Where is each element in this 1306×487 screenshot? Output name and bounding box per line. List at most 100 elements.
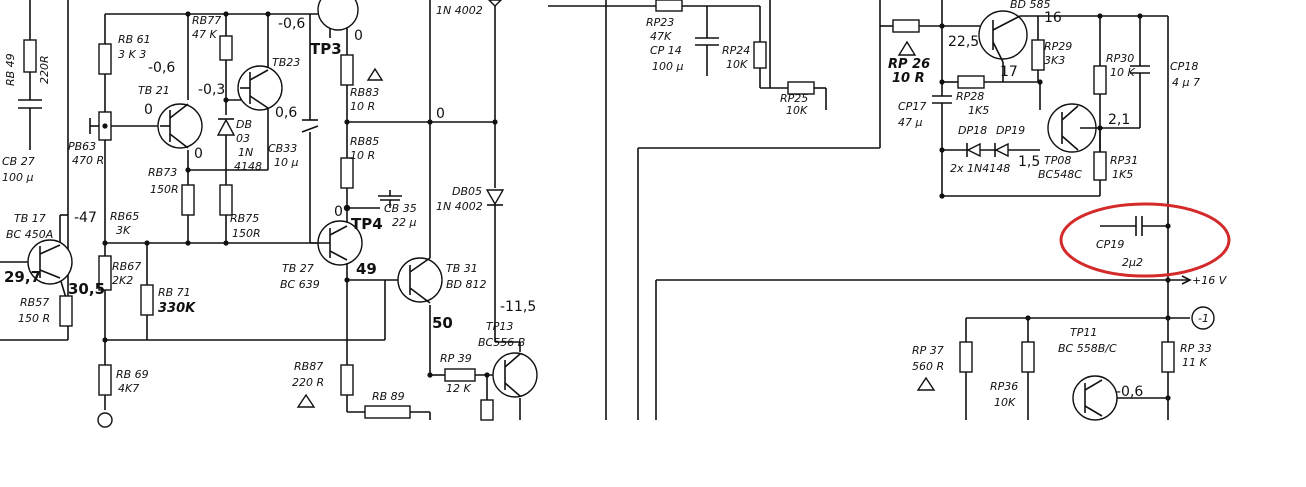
rp26-value: 10 R (892, 71, 925, 86)
tp13-name: TP13 (486, 320, 513, 333)
tb27-type: BC 639 (280, 278, 320, 291)
db03-code: 03 (236, 132, 250, 145)
rb71-name: RB 71 (158, 286, 191, 299)
tp13-type: BC556 B (478, 336, 525, 349)
rp25-name: RP25 (780, 92, 808, 105)
resistor-rp26 (892, 19, 920, 33)
tb23-name: TB23 (272, 56, 300, 69)
resistor-rp37 (959, 341, 973, 373)
tp08-type: BC548C (1038, 168, 1082, 181)
tp3-label: TP3 (310, 40, 342, 58)
rb67-value: 2K2 (112, 274, 133, 287)
resistor-rb69 (98, 364, 112, 396)
rp28-name: RP28 (956, 90, 984, 103)
cb35-value: 22 μ (392, 216, 417, 229)
connector-node-icon (97, 412, 113, 428)
rp25-value: 10K (786, 104, 808, 117)
tp08-name: TP08 (1044, 154, 1071, 167)
rb71-value: 330K (158, 301, 196, 316)
rb65-name: RB65 (110, 210, 139, 223)
cp19-value: 2μ2 (1122, 256, 1143, 269)
dp18-label: DP18 (958, 124, 987, 137)
voltage-label: -11,5 (500, 299, 536, 315)
rp23-name: RP23 (646, 16, 674, 29)
resistor-rb49 (23, 39, 37, 73)
pb63-name: PB63 (68, 140, 96, 153)
warning-icon (296, 393, 316, 408)
rp36-value: 10K (994, 396, 1016, 409)
resistor-rb77 (219, 35, 233, 61)
tb31-name: TB 31 (446, 262, 478, 275)
voltage-label: 49 (356, 260, 377, 278)
db03-part: 1N (238, 146, 253, 159)
tb21-name: TB 21 (138, 84, 170, 97)
resistor-tp13-base (480, 399, 494, 421)
rp39-value: 12 K (446, 382, 471, 395)
tb31-type: BD 812 (446, 278, 487, 291)
rp39-name: RP 39 (440, 352, 472, 365)
rp33-value: 11 K (1182, 356, 1207, 369)
rb67-name: RB67 (112, 260, 141, 273)
rp29-value: 3K3 (1044, 54, 1065, 67)
cp18-name: CP18 (1170, 60, 1198, 73)
rp24-name: RP24 (722, 44, 750, 57)
resistor-rb89 (364, 405, 411, 419)
cb33-name: CB33 (268, 142, 297, 155)
rb49-value: 220R (38, 55, 51, 84)
rb57-value: 150 R (18, 312, 50, 325)
pb63-value: 470 R (72, 154, 104, 167)
cb33-value: 10 μ (274, 156, 299, 169)
cp17-value: 47 μ (898, 116, 923, 129)
resistor-rp31 (1093, 151, 1107, 181)
db05-name: DB05 (452, 185, 482, 198)
rp31-value: 1K5 (1112, 168, 1133, 181)
voltage-label: -0,6 (148, 60, 175, 76)
left-components (23, 0, 538, 428)
rp33-name: RP 33 (1180, 342, 1212, 355)
plus16v-label: +16 V (1192, 274, 1228, 287)
resistor-rb87 (340, 364, 354, 396)
transistor-tb31 (397, 257, 443, 303)
rp37-name: RP 37 (912, 344, 944, 357)
tb17-type: BC 450A (6, 228, 53, 241)
voltage-label: -0,6 (1116, 384, 1143, 400)
voltage-label: 0 (144, 102, 153, 118)
cp17-name: CP17 (898, 100, 926, 113)
bd-label: BD 585 (1010, 0, 1051, 11)
db05-part: 1N 4002 (436, 200, 483, 213)
resistor-rb73 (181, 184, 195, 216)
cp18-value: 4 μ 7 (1172, 76, 1200, 89)
rp24-value: 10K (726, 58, 748, 71)
db03-num: 4148 (234, 160, 262, 173)
resistor-rb71 (140, 284, 154, 316)
diode-db03 (216, 118, 236, 136)
voltage-label: 0 (436, 106, 445, 122)
resistor-rp36 (1021, 341, 1035, 373)
rp29-name: RP29 (1044, 40, 1072, 53)
voltage-label: 1,5 (1018, 154, 1040, 170)
cb35-name: CB 35 (384, 202, 417, 215)
transistor-tb23 (237, 65, 283, 111)
resistor-rp33 (1161, 341, 1175, 373)
cp19-highlight-ellipse (1059, 202, 1231, 278)
cp14-name: CP 14 (650, 44, 682, 57)
resistor-rp28 (957, 75, 985, 89)
warning-icon (916, 376, 936, 391)
tp4-label: TP4 (351, 215, 383, 233)
resistor-rb85 (340, 157, 354, 189)
dp19-label: DP19 (996, 124, 1025, 137)
rb57-name: RB57 (20, 296, 49, 309)
rb69-value: 4K7 (118, 382, 139, 395)
cp14-value: 100 μ (652, 60, 684, 73)
middle-section (548, 0, 1168, 420)
voltage-label: 0 (194, 146, 203, 162)
warning-icon (897, 40, 917, 56)
diode-top (488, 0, 502, 7)
diode-db05 (485, 189, 505, 206)
resistor-rb75 (219, 184, 233, 216)
voltage-label: 16 (1044, 10, 1062, 26)
cp19-name: CP19 (1096, 238, 1124, 251)
right-section (880, 0, 1231, 421)
diode-dp19 (994, 142, 1009, 158)
